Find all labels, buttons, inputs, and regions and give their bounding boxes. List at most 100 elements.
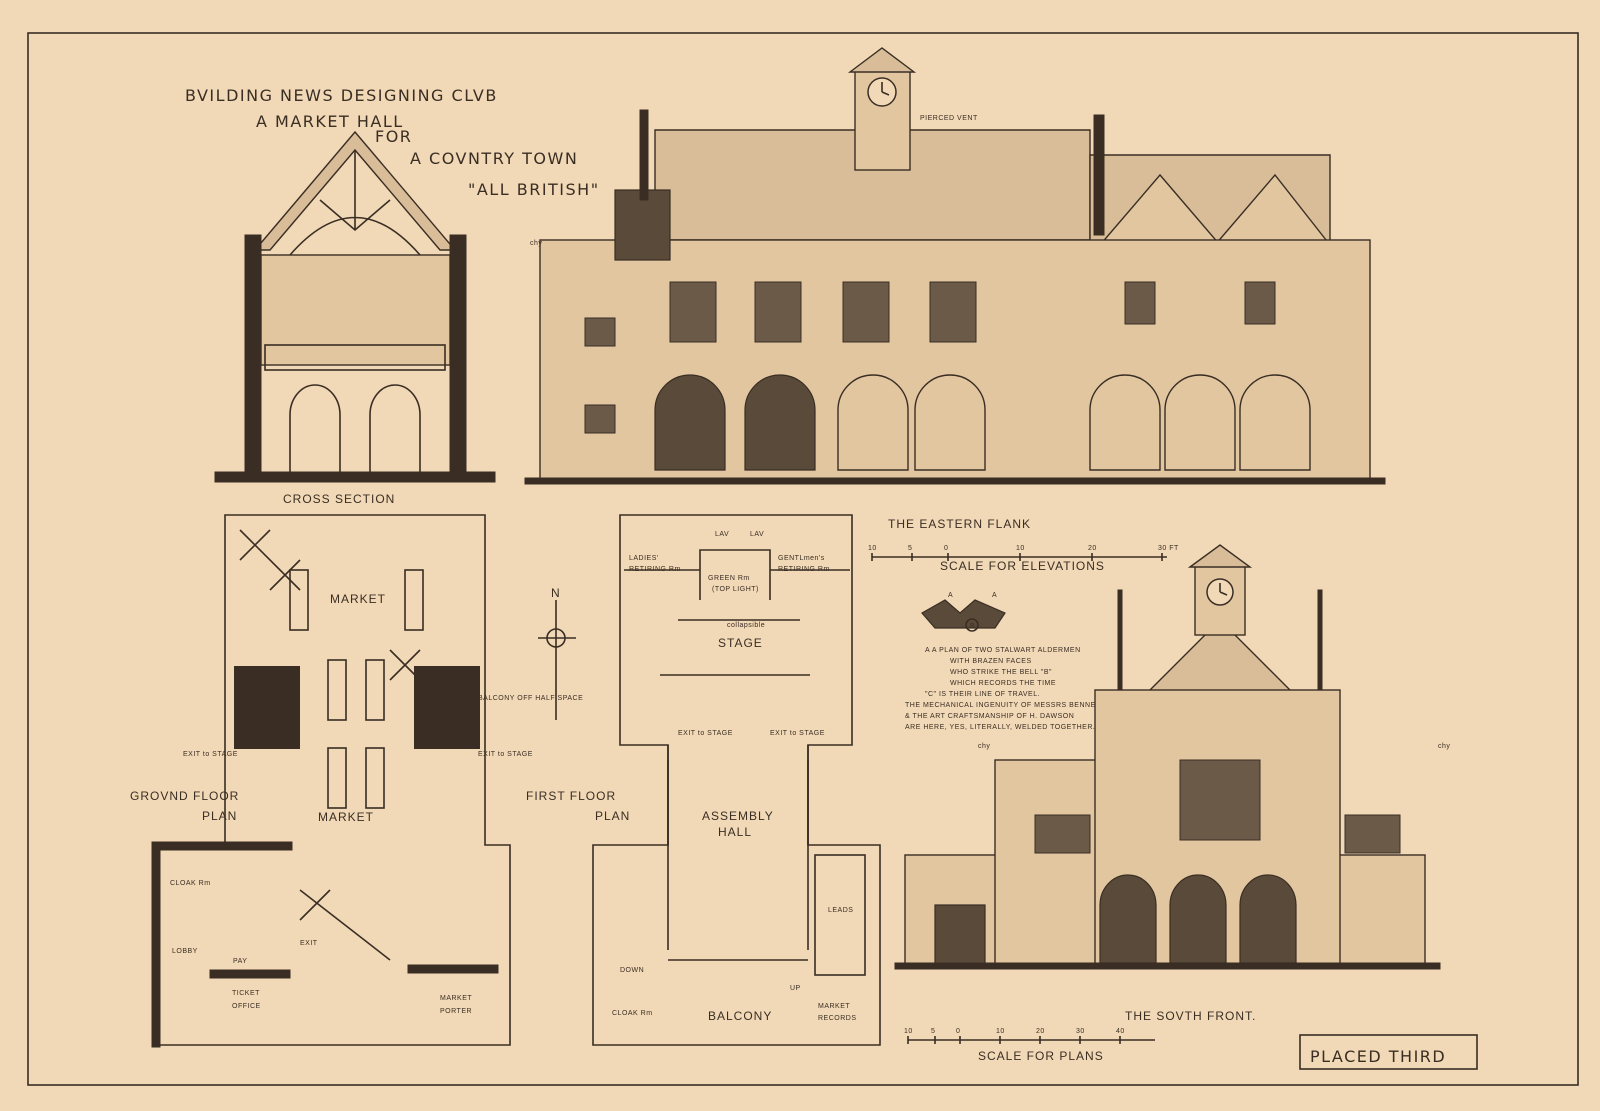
north-compass: N <box>538 586 576 720</box>
note-line: "C" IS THEIR LINE OF TRAVEL. <box>925 691 1040 698</box>
scale-tick-label: 30 <box>1076 1028 1085 1035</box>
balcony-note: BALCONY OFF HALF SPACE <box>478 695 583 702</box>
window <box>1244 281 1276 325</box>
cloak-room-label: CLOAK Rm <box>612 1010 653 1017</box>
title-block: BVILDING NEWS DESIGNING CLVB A MARKET HA… <box>185 86 600 199</box>
arch <box>744 374 816 471</box>
scale-tick-label: 20 <box>1088 545 1097 552</box>
leads-label: LEADS <box>828 907 853 914</box>
window <box>754 281 802 343</box>
title-market-hall: A MARKET HALL <box>256 112 404 131</box>
scale-tick-label: 10 <box>1016 545 1025 552</box>
ground-floor-plan: MARKET MARKET GROVND FLOOR PLAN CLOAK Rm… <box>130 514 583 1048</box>
market-records-label: MARKET <box>818 1003 850 1010</box>
market-porter-label: MARKET <box>440 995 472 1002</box>
exit-stage-label: EXIT to STAGE <box>770 730 825 737</box>
arch <box>914 374 986 471</box>
chy-note-right: chy <box>1438 743 1450 750</box>
arch <box>1169 874 1227 964</box>
market-records-label: RECORDS <box>818 1015 857 1022</box>
arch <box>654 374 726 471</box>
scale-tick-label: 0 <box>956 1028 960 1035</box>
arch <box>1089 374 1161 471</box>
green-room-label: (TOP LIGHT) <box>712 586 759 593</box>
exit-stage-left-label: EXIT to STAGE <box>183 751 238 758</box>
first-floor-title-plan: PLAN <box>595 809 630 823</box>
chy-note-left: chy <box>978 743 990 750</box>
arch <box>1099 874 1157 964</box>
exit-stage-right-label: EXIT to STAGE <box>478 751 533 758</box>
scale-tick-label: 40 <box>1116 1028 1125 1035</box>
down-label: DOWN <box>620 967 644 974</box>
market-lower-label: MARKET <box>318 810 374 824</box>
ladies-room-label: LADIES' <box>629 555 659 562</box>
window <box>584 404 616 434</box>
stage-label: STAGE <box>718 636 763 650</box>
market-upper-label: MARKET <box>330 592 386 606</box>
elevation-scale-bar: 10 5 0 10 20 30 FT SCALE FOR ELEVATIONS <box>868 545 1179 573</box>
ticket-office-label: TICKET <box>232 990 260 997</box>
gents-room-label: GENTLmen's <box>778 555 825 562</box>
cross-section-drawing: CROSS SECTION <box>214 130 496 506</box>
plan-scale-label: SCALE FOR PLANS <box>978 1049 1104 1063</box>
window <box>584 317 616 347</box>
elevation-scale-label: SCALE FOR ELEVATIONS <box>940 559 1105 573</box>
window <box>842 281 890 343</box>
eastern-flank-label: THE EASTERN FLANK <box>888 517 1031 531</box>
balcony-label: BALCONY <box>708 1009 772 1023</box>
ticket-office-label: OFFICE <box>232 1003 261 1010</box>
ladies-room-label: RETIRING Rm <box>629 566 681 573</box>
scale-tick-label: 0 <box>944 545 948 552</box>
note-line: THE MECHANICAL INGENUITY OF MESSRS BENNE… <box>905 702 1101 709</box>
scale-tick-label: 20 <box>1036 1028 1045 1035</box>
title-club: BVILDING NEWS DESIGNING CLVB <box>185 86 498 105</box>
ground-floor-title: GROVND FLOOR <box>130 789 239 803</box>
gents-room-label: RETIRING Rm <box>778 566 830 573</box>
title-country-town: A COVNTRY TOWN <box>410 149 578 168</box>
title-for: FOR <box>375 127 412 146</box>
scale-tick-label: 10 <box>996 1028 1005 1035</box>
window <box>1124 281 1156 325</box>
collapsible-note: collapsible <box>727 622 765 629</box>
chy-note: chy <box>530 240 542 247</box>
scale-tick-label: 30 FT <box>1158 545 1179 552</box>
first-floor-plan: LADIES' RETIRING Rm GENTLmen's RETIRING … <box>526 514 881 1046</box>
note-line: WITH BRAZEN FACES <box>950 658 1032 665</box>
note-line: WHICH RECORDS THE TIME <box>950 680 1056 687</box>
note-line: A A PLAN OF TWO STALWART ALDERMEN <box>925 647 1081 654</box>
window <box>929 281 977 343</box>
up-label: UP <box>272 722 283 729</box>
arch <box>837 374 909 471</box>
market-porter-label: PORTER <box>440 1008 472 1015</box>
assembly-hall-label: HALL <box>718 825 752 839</box>
scale-tick-label: 5 <box>931 1028 935 1035</box>
ground-floor-title-plan: PLAN <box>202 809 237 823</box>
note-line: WHO STRIKE THE BELL "B" <box>950 669 1052 676</box>
exit-label: EXIT <box>300 940 318 947</box>
window <box>669 281 717 343</box>
scale-tick-label: 5 <box>908 545 912 552</box>
aldermen-note: A A B A A PLAN OF TWO STALWART ALDERMEN … <box>905 592 1101 731</box>
lobby-label: LOBBY <box>172 948 198 955</box>
mark-a1: A <box>948 592 953 599</box>
lav-label: LAV <box>715 531 729 538</box>
cloak-room-label: CLOAK Rm <box>170 880 211 887</box>
plan-scale-bar: 10 5 0 10 20 30 40 SCALE FOR PLANS <box>904 1028 1155 1063</box>
scale-tick-label: 10 <box>904 1028 913 1035</box>
first-floor-title: FIRST FLOOR <box>526 789 616 803</box>
cross-section-label: CROSS SECTION <box>283 492 395 506</box>
south-front-label: THE SOVTH FRONT. <box>1125 1009 1256 1023</box>
south-front-elevation: chy chy THE SOVTH FRONT. <box>894 544 1450 1023</box>
arch <box>1164 374 1236 471</box>
note-line: ARE HERE, YES, LITERALLY, WELDED TOGETHE… <box>905 724 1095 731</box>
pierced-vent-note: PIERCED VENT <box>920 115 978 122</box>
scale-tick-label: 10 <box>868 545 877 552</box>
exit-stage-label: EXIT to STAGE <box>678 730 733 737</box>
title-motto: "ALL BRITISH" <box>468 180 600 199</box>
note-line: & THE ART CRAFTSMANSHIP OF H. DAWSON <box>905 713 1074 720</box>
mark-a2: A <box>992 592 997 599</box>
north-label: N <box>551 586 561 600</box>
eastern-flank-elevation: PIERCED VENT chy THE EASTERN FLANK <box>524 47 1386 531</box>
pay-label: PAY <box>233 958 247 965</box>
